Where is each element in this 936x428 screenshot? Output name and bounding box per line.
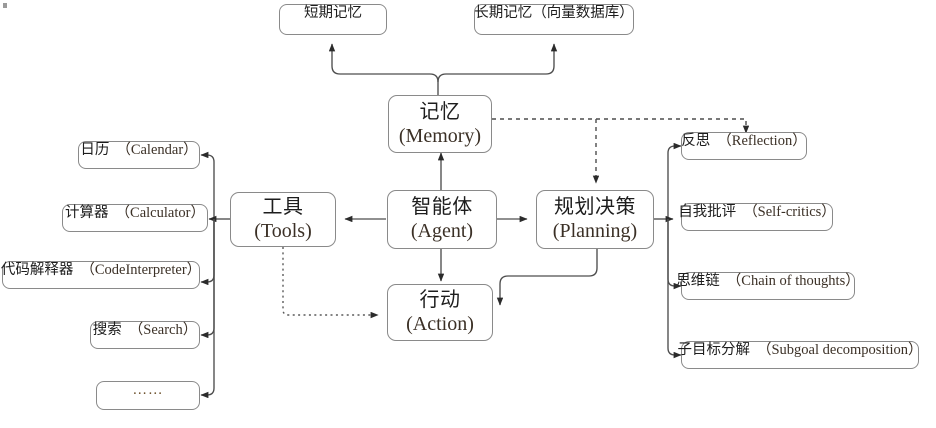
node-tool-more[interactable]: ……: [96, 381, 200, 410]
node-label-en: （Calendar）: [116, 142, 198, 158]
edge-memory-to-longterm: [437, 43, 558, 83]
node-label-en: （Subgoal decomposition）: [756, 342, 923, 358]
node-label-cn: 搜索: [92, 322, 122, 338]
node-label-cn: 规划决策: [554, 196, 636, 219]
node-label-en: (Memory): [398, 124, 482, 147]
node-label-cn: 思维链: [676, 273, 720, 289]
node-label-ellipsis: ……: [132, 382, 164, 398]
node-label-en: （Self-critics）: [743, 204, 836, 220]
node-long-term-memory[interactable]: 长期记忆（向量数据库）: [474, 4, 634, 35]
node-label-en: (Agent): [410, 220, 474, 242]
node-label-cn: 自我批评: [678, 204, 737, 220]
node-agent[interactable]: 智能体 (Agent): [387, 190, 497, 249]
node-label-en: （Reflection）: [717, 133, 807, 149]
node-label-cn: 工具: [262, 196, 304, 219]
node-planning-reflection[interactable]: 反思 （Reflection）: [681, 132, 807, 160]
node-label-en: (Action): [406, 313, 474, 335]
node-label-en: （Chain of thoughts）: [726, 273, 860, 289]
edge-tools-to-action-dotted: [282, 247, 379, 319]
node-planning-subgoal-decomposition[interactable]: 子目标分解 （Subgoal decomposition）: [677, 341, 923, 369]
node-label-cn: 记忆: [419, 100, 461, 123]
edge-memory-split: [328, 43, 439, 96]
node-planning-chain-of-thoughts[interactable]: 思维链 （Chain of thoughts）: [676, 272, 860, 300]
node-label-cn: 智能体: [411, 196, 473, 219]
node-planning[interactable]: 规划决策 (Planning): [536, 190, 654, 249]
node-label-cn: 日历: [80, 142, 110, 158]
node-label-cn: 计算器: [65, 205, 109, 221]
node-label-en: (Planning): [552, 220, 638, 242]
node-tool-calculator[interactable]: 计算器 （Calculator）: [62, 204, 208, 232]
corner-artifact-mark: [3, 3, 7, 8]
edge-planning-to-action: [496, 249, 598, 306]
node-tool-codeinterpreter[interactable]: 代码解释器 （CodeInterpreter）: [0, 261, 202, 289]
node-label-en: （CodeInterpreter）: [80, 262, 202, 278]
node-label-cn: 短期记忆: [304, 5, 362, 21]
node-label-cn: 子目标分解: [677, 342, 750, 358]
node-tools[interactable]: 工具 (Tools): [230, 192, 336, 247]
node-action[interactable]: 行动 (Action): [387, 284, 493, 341]
node-label-en: （Search）: [128, 322, 198, 338]
node-label-en: （Calculator）: [115, 205, 205, 221]
node-short-term-memory[interactable]: 短期记忆: [279, 4, 387, 35]
node-memory[interactable]: 记忆 (Memory): [388, 95, 492, 153]
node-label-cn: 反思: [681, 133, 711, 149]
node-label-cn: 长期记忆（向量数据库）: [474, 5, 634, 21]
edge-memory-to-reflection-dashed: [492, 118, 750, 134]
node-tool-search[interactable]: 搜索 （Search）: [90, 321, 200, 349]
edge-tools-to-search: [200, 219, 215, 339]
edge-tools-to-more: [200, 219, 215, 399]
node-tool-calendar[interactable]: 日历 （Calendar）: [78, 141, 200, 169]
node-label-en: (Tools): [254, 220, 312, 242]
node-planning-self-critics[interactable]: 自我批评 （Self-critics）: [678, 203, 836, 231]
node-label-cn: 代码解释器: [0, 262, 74, 278]
node-label-cn: 行动: [419, 289, 461, 312]
